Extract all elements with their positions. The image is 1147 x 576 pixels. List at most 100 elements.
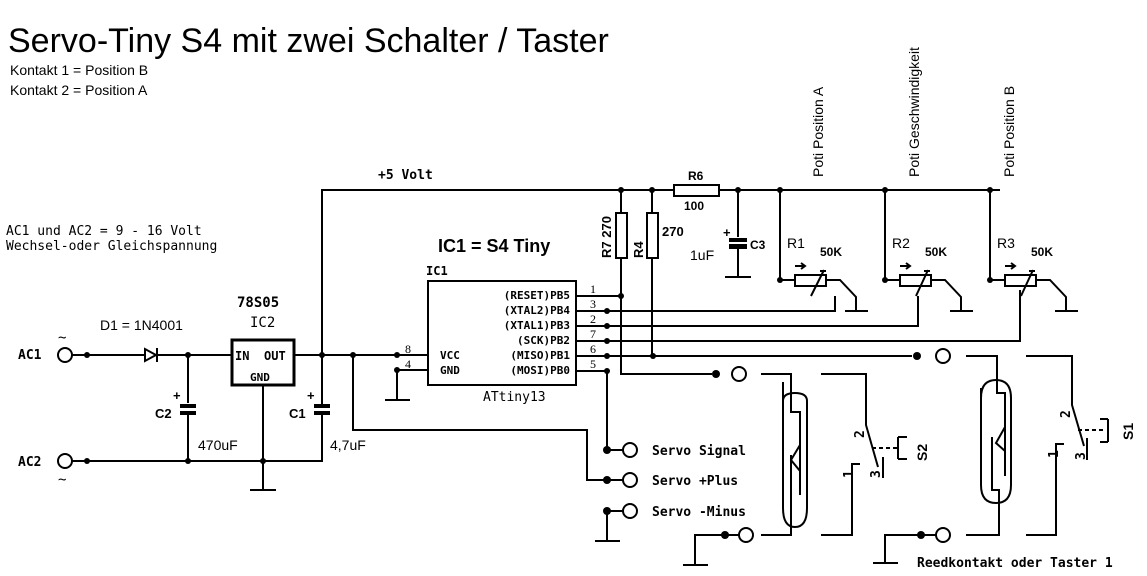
ac2-terminal[interactable] — [57, 453, 73, 469]
c2-value: 470uF — [198, 437, 238, 453]
s2-pin3: 3 — [869, 470, 884, 478]
pot-r1-ref: R1 — [787, 235, 805, 251]
pin-number: 4 — [405, 357, 411, 371]
servo-minus-label: Servo -Minus — [652, 505, 746, 520]
ac2-label: AC2 — [18, 455, 41, 470]
reed1-terminal-top[interactable] — [935, 348, 951, 364]
rail-label: +5 Volt — [378, 168, 433, 183]
servo-plus-terminal[interactable] — [622, 472, 638, 488]
pin-number: 8 — [405, 342, 411, 356]
s1-ref: S1 — [1120, 423, 1136, 440]
capacitor-c1 — [314, 355, 330, 461]
pot-r2-value: 50K — [925, 245, 947, 259]
c2-polarity: + — [173, 388, 181, 403]
capacitor-c3 — [725, 190, 751, 278]
reed1-terminal-bottom[interactable] — [935, 527, 951, 543]
switch-s1 — [1026, 355, 1109, 536]
note-supply-type: Wechsel-oder Gleichspannung — [6, 239, 217, 254]
pin-number: 3 — [590, 297, 596, 311]
c2-ref: C2 — [155, 406, 172, 421]
reed-contact-2 — [761, 373, 808, 536]
s2-ref: S2 — [914, 444, 930, 461]
ac1-terminal[interactable] — [57, 347, 73, 363]
regulator-pin-gnd: GND — [250, 371, 270, 384]
switch-s2 — [821, 373, 907, 536]
note-kontakt-1: Kontakt 1 = Position B — [10, 62, 148, 78]
mcu-pin-numbers: 1 3 2 7 6 5 — [590, 282, 596, 371]
pot-r3-ref: R3 — [997, 235, 1015, 251]
pot-r3-value: 50K — [1031, 245, 1053, 259]
resistor-r7 — [615, 190, 712, 375]
reed-contact-1 — [966, 355, 1012, 536]
pot-r2 — [882, 187, 973, 312]
diode-label: D1 = 1N4001 — [100, 317, 183, 333]
r6-value: 100 — [684, 199, 704, 213]
mcu-heading: IC1 = S4 Tiny — [438, 236, 550, 256]
resistor-r6 — [673, 184, 720, 197]
ac1-label: AC1 — [18, 348, 42, 363]
c3-polarity: + — [723, 225, 731, 240]
pin-name-gnd: GND — [440, 364, 460, 377]
rail-5v — [321, 189, 1000, 355]
pin-name-pb1: (MISO)PB1 — [510, 349, 570, 362]
ac1-tilde: ~ — [58, 330, 66, 346]
c1-value: 4,7uF — [330, 437, 366, 453]
reed2-terminal-top[interactable] — [731, 366, 747, 382]
junction-dot — [604, 338, 610, 344]
pot-r3-caption: Poti Position B — [1001, 86, 1017, 177]
regulator-pin-in: IN — [235, 349, 249, 363]
note-supply-range: AC1 und AC2 = 9 - 16 Volt — [6, 224, 202, 239]
junction-dot — [712, 370, 720, 378]
r7-label: R7 270 — [599, 216, 614, 258]
c3-ref: C3 — [750, 238, 766, 252]
mcu-part: ATtiny13 — [483, 390, 546, 405]
pot-r2-caption: Poti Geschwindigkeit — [906, 47, 922, 177]
mcu-right-pins: (RESET)PB5 (XTAL2)PB4 (XTAL1)PB3 (SCK)PB… — [504, 289, 571, 377]
mcu-ref: IC1 — [426, 264, 448, 278]
pot-r3 — [987, 187, 1078, 312]
pin-name-pb0: (MOSI)PB0 — [510, 364, 570, 377]
regulator-type: 78S05 — [237, 295, 279, 311]
s1-pin3: 3 — [1074, 452, 1089, 460]
pin-name-vcc: VCC — [440, 349, 460, 362]
diode-icon — [144, 347, 159, 363]
pin-name-pb2: (SCK)PB2 — [517, 334, 570, 347]
c1-polarity: + — [307, 388, 315, 403]
s2-pin1: 1 — [842, 470, 857, 478]
note-kontakt-2: Kontakt 2 = Position A — [10, 82, 148, 98]
pin-number: 1 — [590, 282, 596, 296]
pin-number: 2 — [590, 312, 596, 326]
junction-dot — [604, 323, 610, 329]
servo-plus-label: Servo +Plus — [652, 474, 738, 489]
pot-r2-ref: R2 — [892, 235, 910, 251]
s2-pin2: 2 — [853, 430, 868, 438]
schematic-title: Servo-Tiny S4 mit zwei Schalter / Taster — [8, 22, 609, 60]
pot-r1 — [777, 187, 868, 312]
junction-dot — [913, 352, 921, 360]
servo-signal-label: Servo Signal — [652, 444, 746, 459]
ac2-tilde: ~ — [58, 472, 66, 488]
r4-value: 270 — [662, 224, 684, 239]
c1-ref: C1 — [289, 406, 306, 421]
reed-label: Reedkontakt oder Taster 1 — [917, 556, 1113, 571]
pin-number: 6 — [590, 342, 596, 356]
regulator-ref: IC2 — [250, 315, 275, 331]
r4-ref: R4 — [631, 241, 646, 258]
pin-number: 7 — [590, 327, 596, 341]
pin-name-pb3: (XTAL1)PB3 — [504, 319, 570, 332]
c3-value: 1uF — [690, 247, 714, 263]
junction-dot — [604, 353, 610, 359]
servo-minus-terminal[interactable] — [622, 503, 638, 519]
regulator-pin-out: OUT — [264, 349, 286, 363]
reed2-terminal-bottom[interactable] — [738, 527, 754, 543]
pot-r1-caption: Poti Position A — [810, 86, 826, 177]
resistor-r4 — [646, 190, 659, 356]
pin-name-pb5: (RESET)PB5 — [504, 289, 570, 302]
mcu-ic1 — [427, 280, 577, 386]
servo-signal-terminal[interactable] — [622, 442, 638, 458]
regulator-ic2 — [230, 338, 296, 387]
pin-number: 5 — [590, 357, 596, 371]
r6-ref: R6 — [688, 169, 704, 183]
junction-dot — [604, 308, 610, 314]
